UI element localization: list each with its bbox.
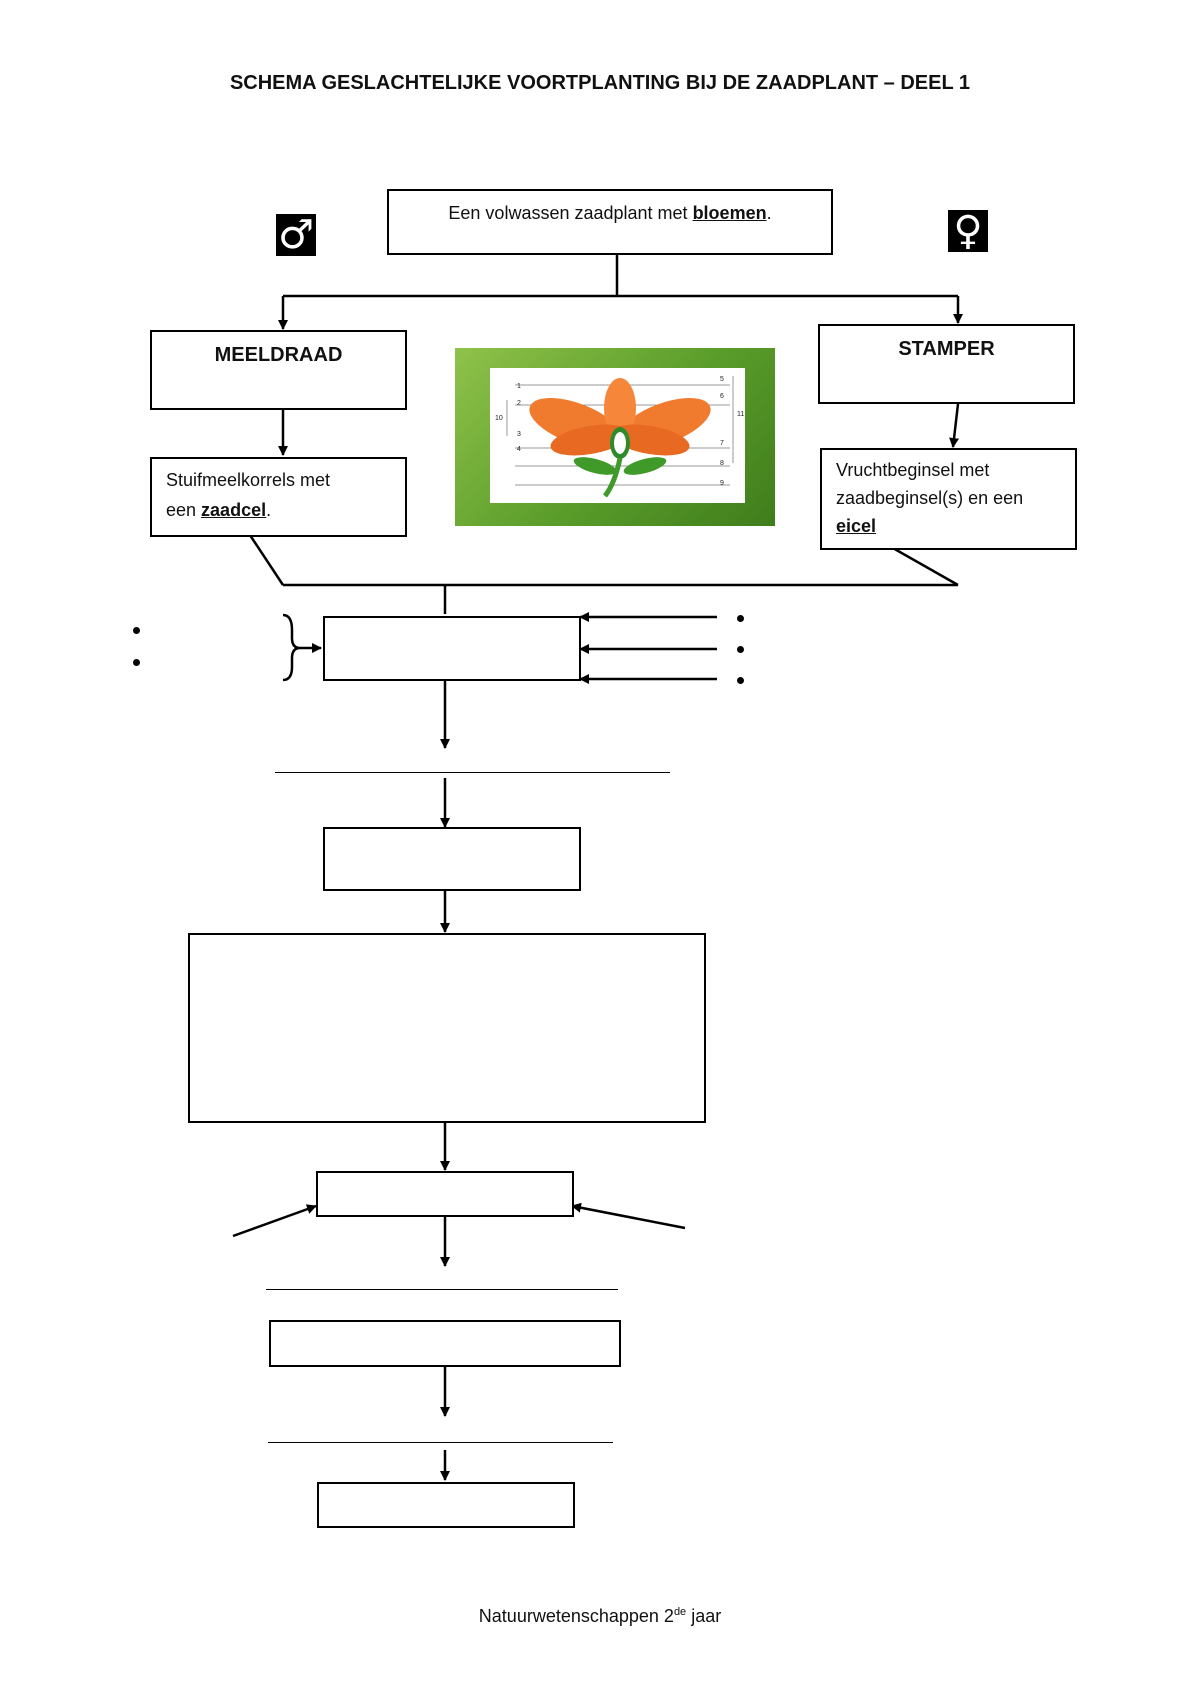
blank-line-3[interactable] <box>268 1442 613 1443</box>
zaadcel-word: zaadcel <box>201 500 267 520</box>
blank-line-1[interactable] <box>275 772 670 773</box>
stuifmeel-period: . <box>266 500 272 520</box>
bullet-right-1 <box>737 615 744 622</box>
page-title: SCHEMA GESLACHTELIJKE VOORTPLANTING BIJ … <box>229 72 971 94</box>
footer-sup: de <box>673 1606 687 1618</box>
flower-label-3: 3 <box>517 431 521 438</box>
bullet-left-2 <box>133 659 140 666</box>
flower-label-1: 1 <box>517 383 521 390</box>
flower-petals <box>529 378 711 459</box>
top-box-adult-plant: Een volwassen zaadplant met bloemen. <box>387 189 833 255</box>
stuifmeel-line2: een <box>166 500 202 520</box>
flower-diagram-image: 1 2 3 4 5 6 7 8 9 10 11 <box>455 348 775 526</box>
flower-label-5: 5 <box>720 376 724 383</box>
eicel-word: eicel <box>836 516 877 536</box>
flow-box-6 <box>317 1482 575 1528</box>
top-box-period: . <box>766 203 772 223</box>
vruchtbeginsel-line1: Vruchtbeginsel met <box>836 460 990 480</box>
bullet-right-3 <box>737 677 744 684</box>
top-box-text: Een volwassen zaadplant met <box>448 203 693 223</box>
vruchtbeginsel-box: Vruchtbeginsel met zaadbeginsel(s) en ee… <box>820 448 1077 550</box>
stamper-label: STAMPER <box>898 338 995 360</box>
flower-label-6: 6 <box>720 393 724 400</box>
male-symbol-icon: ♂ <box>276 214 316 256</box>
flower-label-7: 7 <box>720 440 724 447</box>
stuifmeel-line1: Stuifmeelkorrels met <box>166 470 331 490</box>
bullet-right-2 <box>737 646 744 653</box>
flower-label-9: 9 <box>720 480 724 487</box>
flower-label-11: 11 <box>737 411 744 418</box>
flower-label-8: 8 <box>720 460 724 467</box>
page-footer: Natuurwetenschappen 2de jaar <box>0 1606 1200 1627</box>
flow-box-5 <box>269 1320 621 1367</box>
top-box-bold-word: bloemen <box>692 203 767 223</box>
meeldraad-box: MEELDRAAD <box>150 330 407 410</box>
flower-label-4: 4 <box>517 446 521 453</box>
meeldraad-label: MEELDRAAD <box>214 344 343 366</box>
flower-label-2: 2 <box>517 400 521 407</box>
flow-box-4 <box>316 1171 574 1217</box>
stuifmeel-box: Stuifmeelkorrels met een zaadcel. <box>150 457 407 537</box>
stamper-box: STAMPER <box>818 324 1075 404</box>
vruchtbeginsel-line2: zaadbeginsel(s) en een <box>836 488 1024 508</box>
female-symbol-icon: ♀ <box>948 210 988 252</box>
flower-label-10: 10 <box>495 415 503 422</box>
flow-box-large <box>188 933 706 1123</box>
flow-box-2 <box>323 827 581 891</box>
flower-illustration: 1 2 3 4 5 6 7 8 9 10 11 <box>490 368 745 503</box>
bullet-left-1 <box>133 627 140 634</box>
footer-text: Natuurwetenschappen 2 <box>478 1606 674 1626</box>
blank-line-2[interactable] <box>266 1289 618 1290</box>
fusion-box <box>323 616 581 681</box>
footer-text-end: jaar <box>686 1606 722 1626</box>
